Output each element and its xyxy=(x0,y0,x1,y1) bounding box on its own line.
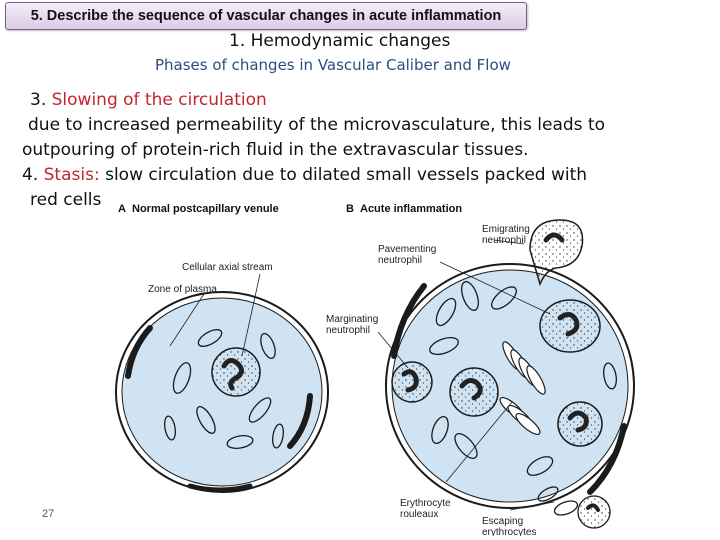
point-3-term: Slowing of the circulation xyxy=(51,90,267,110)
red-cells-a xyxy=(164,329,284,449)
escaping-erythrocytes xyxy=(537,486,579,516)
red-cells-b xyxy=(429,281,617,476)
label-emigrating-1: Emigrating xyxy=(482,224,530,235)
point-4-rest: slow circulation due to dilated small ve… xyxy=(99,165,588,185)
label-pavementing-1: Pavementing xyxy=(378,244,436,255)
panel-a-label: A xyxy=(118,203,126,215)
label-erythrocyte-1: Erythrocyte xyxy=(400,498,451,509)
slide-title: 5. Describe the sequence of vascular cha… xyxy=(5,2,527,30)
point-4-line-1: 4. Stasis: slow circulation due to dilat… xyxy=(22,163,712,188)
page-number: 27 xyxy=(42,508,55,520)
point-4-line-2: red cells xyxy=(30,190,102,210)
panel-b-label: B xyxy=(346,203,354,215)
label-cellular-axial-stream: Cellular axial stream xyxy=(182,262,273,273)
label-zone-of-plasma: Zone of plasma xyxy=(148,284,217,295)
central-neutrophil xyxy=(449,367,499,417)
inflamed-venule xyxy=(377,219,635,529)
label-erythrocyte-2: rouleaux xyxy=(400,509,438,520)
lower-neutrophil xyxy=(557,401,603,447)
point-3-line-1: due to increased permeability of the mic… xyxy=(28,115,606,135)
point-3-line-2: outpouring of protein-rich fluid in the … xyxy=(22,140,529,160)
body-text: 3. Slowing of the circulation due to inc… xyxy=(22,88,712,213)
section-subtitle: 1. Hemodynamic changes xyxy=(229,31,451,51)
panel-b-title: Acute inflammation xyxy=(360,203,462,215)
point-4-number: 4. xyxy=(22,165,39,185)
label-marginating-1: Marginating xyxy=(326,314,378,325)
label-escaping-2: erythrocytes xyxy=(482,527,536,536)
erythrocyte-rouleaux xyxy=(499,341,546,435)
panel-a-title: Normal postcapillary venule xyxy=(132,203,279,215)
point-3-heading: 3. Slowing of the circulation xyxy=(22,88,712,113)
point-3-number: 3. xyxy=(30,90,47,110)
emigrating-neutrophil xyxy=(529,219,584,287)
vascular-figure: A Normal postcapillary venule B Acute in… xyxy=(115,203,635,536)
label-pavementing-2: neutrophil xyxy=(378,255,422,266)
escaping-neutrophil xyxy=(577,495,611,529)
point-4-term: Stasis: xyxy=(43,165,100,185)
label-escaping-1: Escaping xyxy=(482,516,523,527)
marginating-neutrophil xyxy=(391,361,433,403)
phases-heading: Phases of changes in Vascular Caliber an… xyxy=(155,56,511,74)
pavementing-neutrophil xyxy=(539,299,601,353)
label-emigrating-2: neutrophil xyxy=(482,235,526,246)
central-leukocyte xyxy=(211,347,261,397)
normal-venule xyxy=(115,273,329,493)
label-marginating-2: neutrophil xyxy=(326,325,370,336)
